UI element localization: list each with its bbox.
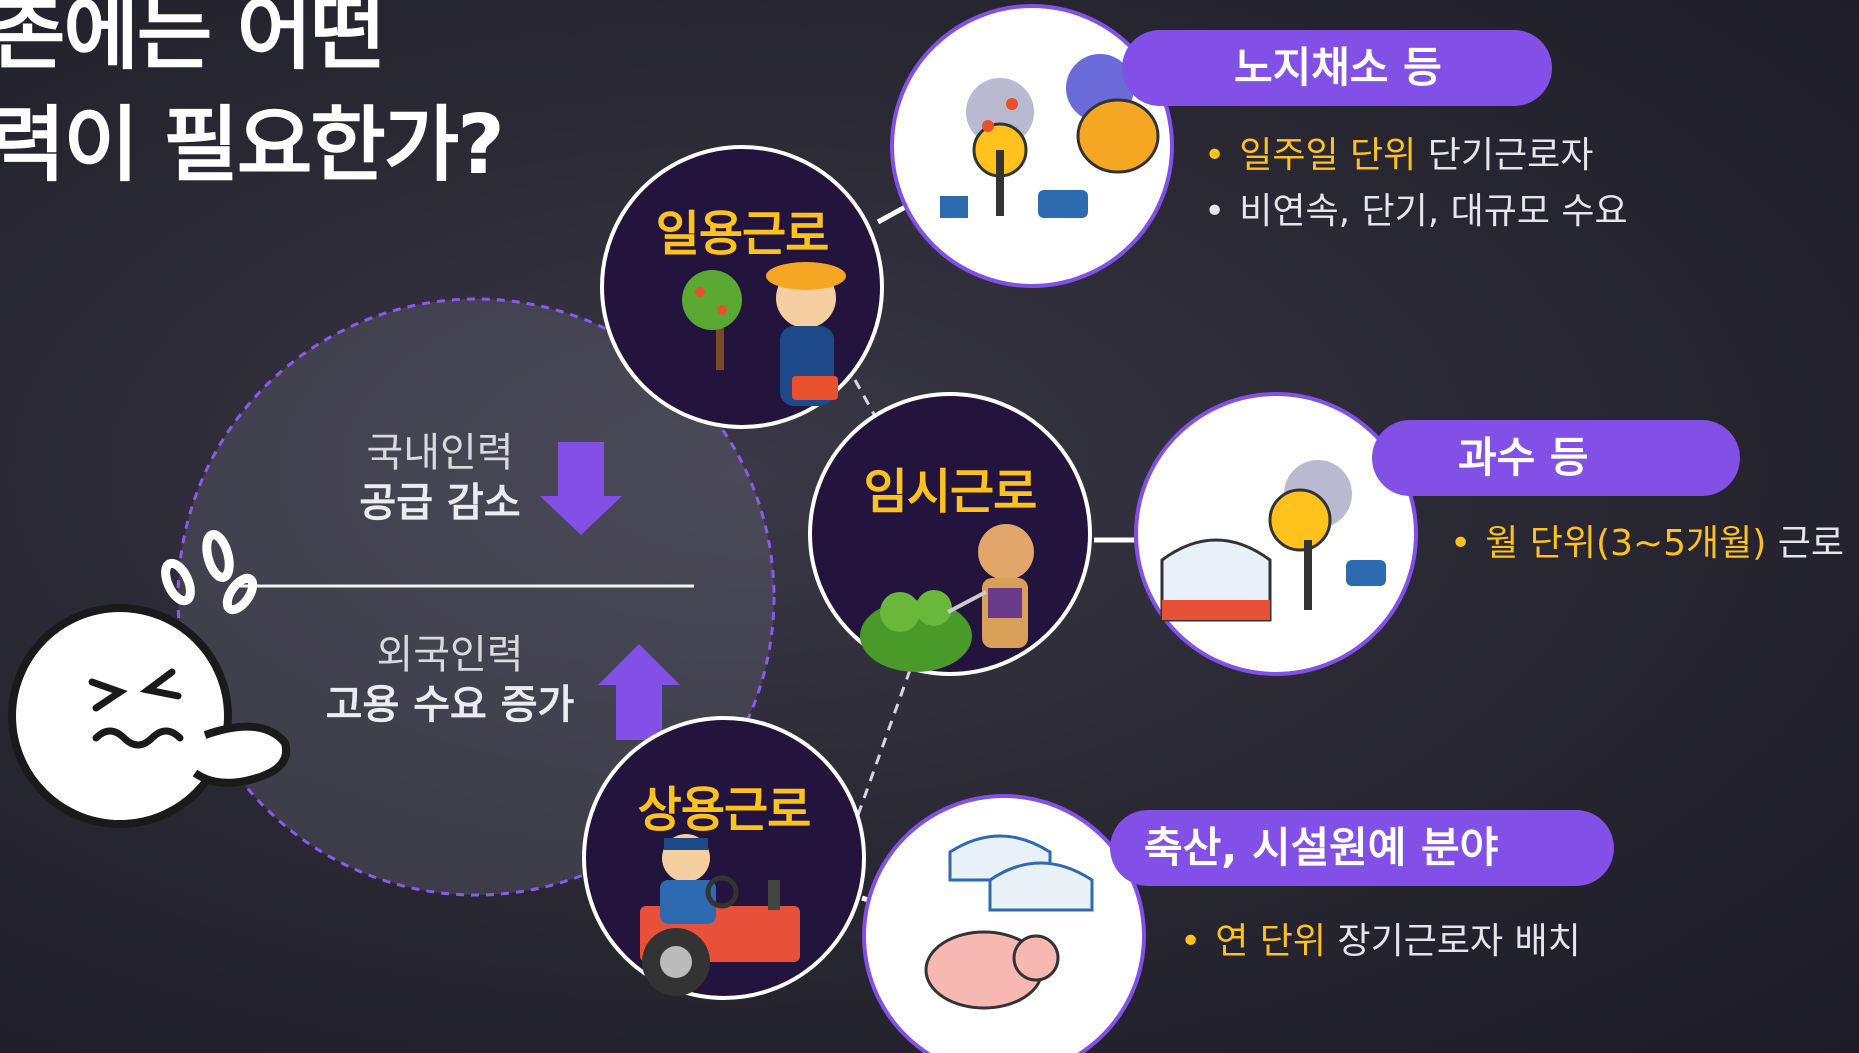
pig-greenhouse-icon xyxy=(924,834,1094,1010)
farmer-picking-icon xyxy=(682,262,846,406)
domestic-supply-block: 국내인력 공급 감소 xyxy=(330,428,550,528)
sector-title-livestock: 축산, 시설원예 분야 xyxy=(1110,810,1614,886)
regular-work-label: 상용근로 xyxy=(637,782,812,838)
farmer-pruning-icon xyxy=(860,524,1034,672)
stressed-face-icon xyxy=(8,604,291,828)
bullet-dot-icon: • xyxy=(1204,135,1226,176)
foreign-trend: 고용 수요 증가 xyxy=(325,682,575,728)
orchard-greenhouse-icon xyxy=(1160,460,1386,622)
sector-title-open-field: 노지채소 등 xyxy=(1122,30,1552,106)
circle-regular-work xyxy=(582,716,866,1000)
vegetables-icon xyxy=(940,54,1160,218)
temporary-work-label: 임시근로 xyxy=(863,464,1038,520)
sector-title-fruit: 과수 등 xyxy=(1372,420,1740,496)
bullet-highlight: 일주일 단위 xyxy=(1239,135,1417,176)
livestock-bullets: • 연 단위 장기근로자 배치 xyxy=(1180,914,1581,970)
title-line-2: 력이 필요한가? xyxy=(0,98,505,193)
trend-down-arrow-icon xyxy=(540,442,622,535)
open-field-bullets: • 일주일 단위 단기근로자 • 비연속, 단기, 대규모 수요 xyxy=(1204,128,1628,240)
foreign-demand-block: 외국인력 고용 수요 증가 xyxy=(300,630,600,730)
circle-livestock-greenhouse xyxy=(862,794,1146,1053)
bullet-item: • 일주일 단위 단기근로자 xyxy=(1204,128,1628,184)
bullet-dot-icon: • xyxy=(1450,523,1472,564)
bullet-text: 비연속, 단기, 대규모 수요 xyxy=(1239,191,1628,232)
sector-title-fruit-text: 과수 등 xyxy=(1458,433,1589,482)
domestic-label: 국내인력 xyxy=(366,430,514,476)
bullet-item: • 연 단위 장기근로자 배치 xyxy=(1180,914,1581,970)
title-line-1: 촌에는 어떤 xyxy=(0,0,386,81)
bullet-item: • 비연속, 단기, 대규모 수요 xyxy=(1204,184,1628,240)
bullet-dot-icon: • xyxy=(1180,921,1202,962)
bullet-highlight: 월 단위(3~5개월) xyxy=(1485,523,1767,564)
foreign-label: 외국인력 xyxy=(376,632,524,678)
bullet-highlight: 연 단위 xyxy=(1215,921,1327,962)
sector-title-open-field-text: 노지채소 등 xyxy=(1234,43,1442,92)
trend-up-arrow-icon xyxy=(598,644,680,740)
page-title: 촌에는 어떤 력이 필요한가? xyxy=(0,0,505,202)
bullet-text: 단기근로자 xyxy=(1416,135,1594,176)
connector-dashed-2 xyxy=(856,669,912,816)
bullet-text: 장기근로자 배치 xyxy=(1326,921,1581,962)
bullet-text: 근로 xyxy=(1766,523,1845,564)
circle-temporary-work xyxy=(808,392,1092,676)
domestic-trend: 공급 감소 xyxy=(359,480,521,526)
sweat-drops-icon xyxy=(161,530,258,615)
sector-title-livestock-text: 축산, 시설원예 분야 xyxy=(1144,823,1499,872)
bullet-item: • 월 단위(3~5개월) 근로 xyxy=(1450,516,1844,572)
bullet-dot-icon: • xyxy=(1204,191,1226,232)
daily-work-label: 일용근로 xyxy=(655,206,830,262)
farmer-tractor-icon xyxy=(640,834,800,996)
fruit-bullets: • 월 단위(3~5개월) 근로 xyxy=(1450,516,1844,572)
circle-fruit-trees xyxy=(1134,392,1418,676)
circle-open-field-vegetables xyxy=(890,4,1174,288)
circle-daily-work xyxy=(600,145,884,429)
